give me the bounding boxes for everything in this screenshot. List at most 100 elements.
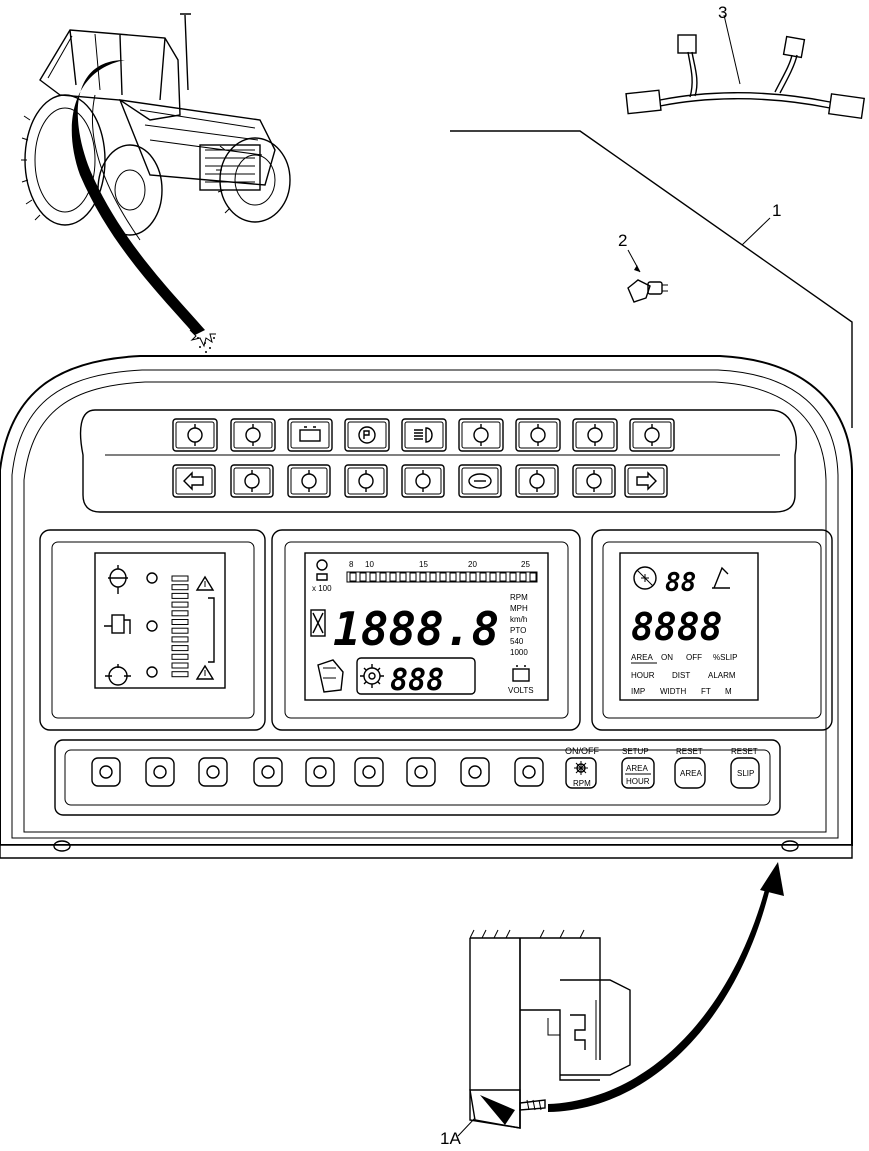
air-filter-lamp — [515, 418, 561, 452]
perf-label: ON — [661, 653, 673, 662]
bar-segment — [171, 645, 189, 652]
bar-segment — [171, 592, 189, 599]
bar-segment — [171, 662, 189, 669]
tach-scale-label: 25 — [521, 560, 530, 569]
tach-multiplier: x 100 — [312, 584, 332, 593]
transmission-filter-lamp — [401, 464, 445, 498]
air-filter-icon — [530, 424, 546, 446]
park-brake-lamp — [344, 418, 390, 452]
fuel-digits-button[interactable] — [354, 757, 384, 787]
engine-oil-pressure-icon — [187, 424, 203, 446]
tach-bar-segments — [349, 572, 537, 582]
tach-bar-segment — [429, 572, 437, 582]
leader-3 — [723, 14, 741, 85]
hare-speed-lamp — [515, 464, 559, 498]
battery-charge-lamp — [287, 418, 333, 452]
trailer-left-right-2-icon — [301, 470, 317, 492]
tach-unit-label: MPH — [510, 604, 528, 613]
tach-icon — [316, 559, 328, 581]
coolant-temp-lamp — [230, 418, 276, 452]
bar-segment — [171, 653, 189, 660]
fuel-button[interactable] — [145, 757, 175, 787]
bar-segment — [171, 601, 189, 608]
tach-unit-label: 540 — [510, 637, 524, 646]
flow-arrow-tractor — [71, 60, 216, 353]
trailer-left-right-1-icon — [244, 470, 260, 492]
transmission-digits-icon — [414, 765, 428, 779]
tach-bar-segment — [399, 572, 407, 582]
reset-area-button[interactable]: RESET AREA — [674, 747, 706, 789]
perf-main-display: 8888 — [631, 605, 723, 649]
tach-bar-segment — [349, 572, 357, 582]
hour-label: HOUR — [626, 777, 650, 786]
pto-rpm-label: RPM — [573, 779, 591, 788]
callout-1a: 1A — [440, 1129, 461, 1148]
reset-area-label: AREA — [680, 769, 702, 778]
tach-bar-segment — [529, 572, 537, 582]
oil-bulb-icon — [108, 565, 128, 594]
bar-graph — [171, 575, 189, 678]
battery-button[interactable] — [253, 757, 283, 787]
fuel-low-lamp — [344, 464, 388, 498]
transmission-digits-button[interactable] — [406, 757, 436, 787]
coolant-temp-button[interactable] — [91, 757, 121, 787]
tortoise-speed-icon — [586, 470, 602, 492]
tach-bar-segment — [519, 572, 527, 582]
fuel-low-icon — [358, 470, 374, 492]
perf-label: OFF — [686, 653, 702, 662]
hourglass-button[interactable] — [305, 757, 335, 787]
engine-oil-pressure-lamp — [172, 418, 218, 452]
implement-hitch-button[interactable] — [514, 757, 544, 787]
indicator-led — [146, 620, 158, 632]
tach-sub-display: 888 — [390, 663, 444, 698]
gear-icon — [360, 664, 384, 688]
tortoise-speed-lamp — [572, 464, 616, 498]
tach-bar-segment — [379, 572, 387, 582]
transmission-oil-temp-lamp — [458, 418, 504, 452]
left-turn-icon — [183, 471, 204, 491]
engine-speed-button[interactable] — [460, 757, 490, 787]
bar-segment — [171, 610, 189, 617]
warning-lamp-panel — [79, 409, 797, 513]
battery-icon — [512, 665, 530, 682]
left-turn-lamp — [172, 464, 216, 498]
setup-area-hour-button[interactable]: SETUP AREA HOUR — [621, 747, 655, 789]
flow-arrow-detail — [548, 862, 784, 1112]
cold-start-icon — [468, 473, 492, 489]
implement-icon — [712, 566, 730, 589]
pto-icon — [574, 761, 588, 775]
left-gauge-module — [39, 529, 266, 731]
area-label: AREA — [626, 764, 648, 773]
battery-charge-icon — [299, 426, 321, 442]
reset-slip-top-label: RESET — [731, 747, 758, 756]
bar-segment — [171, 627, 189, 634]
second-warning-row — [172, 464, 668, 498]
coolant-temp-icon — [99, 765, 113, 779]
slip-wheel-icon — [633, 566, 657, 590]
perf-label: M — [725, 687, 732, 696]
top-warning-row — [172, 418, 675, 452]
hourglass-icon — [310, 609, 326, 637]
volts-label: VOLTS — [508, 686, 534, 695]
tach-unit-label: RPM — [510, 593, 528, 602]
bar-segment — [171, 671, 189, 678]
tractor-illustration — [21, 13, 291, 241]
hourglass-icon — [313, 765, 327, 779]
tach-scale-label: 20 — [468, 560, 477, 569]
reset-slip-button[interactable]: RESET SLIP — [730, 747, 760, 789]
pto-rpm-button[interactable]: ON/OFF RPM — [565, 746, 599, 789]
pto-1000-lamp — [629, 418, 675, 452]
warning-triangle-icon — [195, 575, 215, 591]
engine-oil-button[interactable] — [198, 757, 228, 787]
coolant-temp-icon — [245, 424, 261, 446]
four-wheel-drive-icon — [587, 424, 603, 446]
cold-start-lamp — [458, 464, 502, 498]
perf-label: %SLIP — [713, 653, 737, 662]
